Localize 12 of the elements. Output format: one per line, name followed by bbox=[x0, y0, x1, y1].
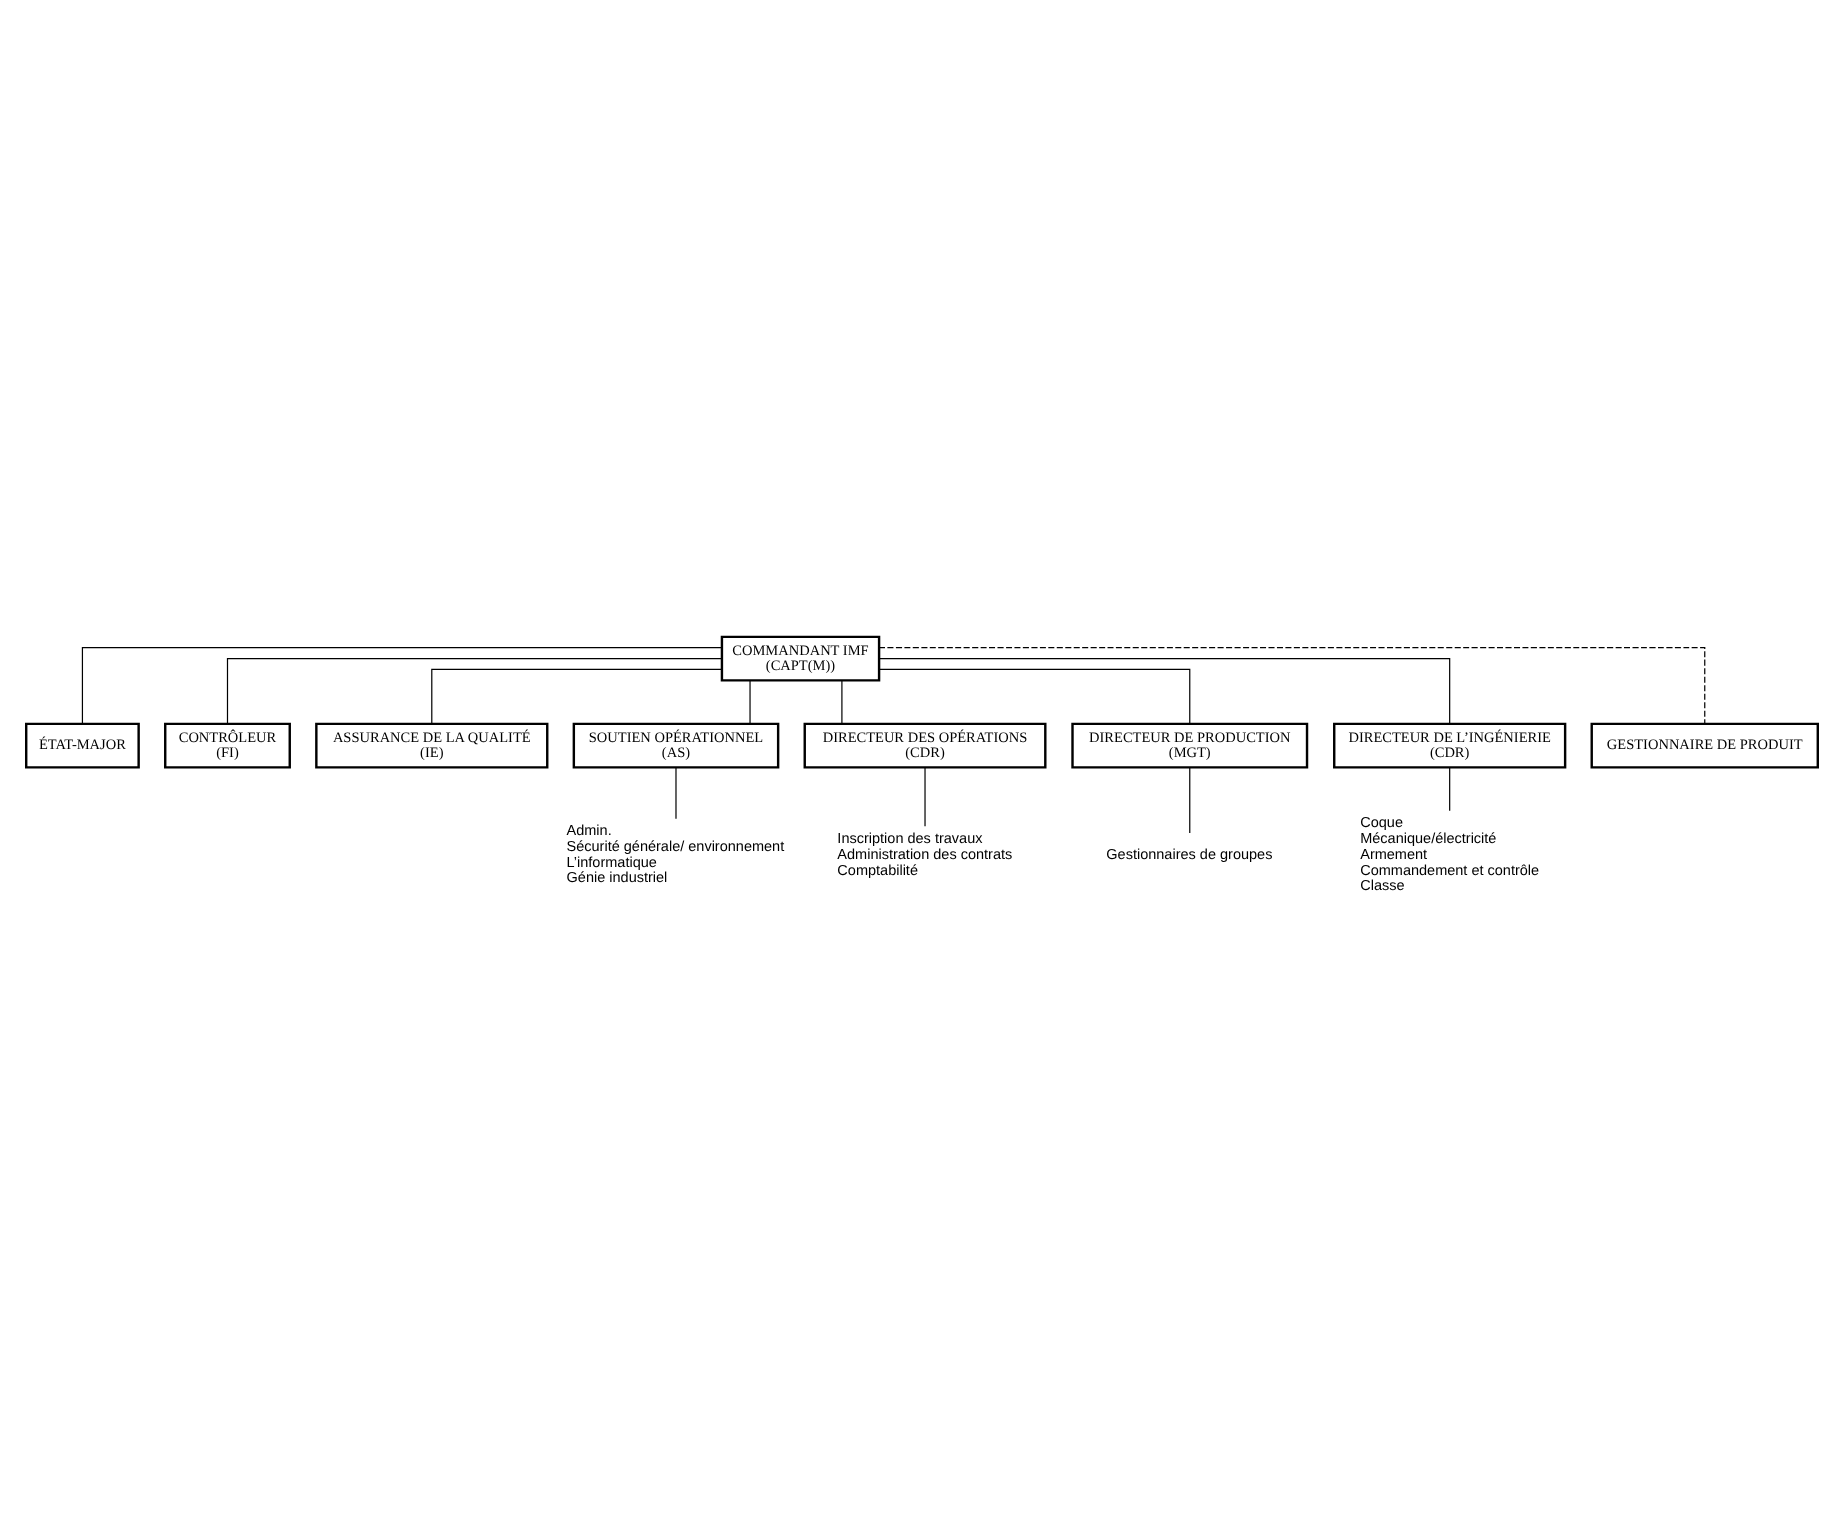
connector bbox=[81, 646, 723, 724]
connector bbox=[749, 678, 751, 723]
connector bbox=[924, 766, 926, 826]
connector bbox=[226, 657, 723, 724]
connector bbox=[1189, 766, 1191, 833]
connector bbox=[878, 646, 1706, 724]
connector bbox=[675, 766, 677, 819]
connector bbox=[878, 657, 1451, 724]
connector bbox=[878, 667, 1191, 724]
connector bbox=[1449, 766, 1451, 811]
connector bbox=[431, 667, 723, 724]
connector bbox=[841, 678, 843, 723]
